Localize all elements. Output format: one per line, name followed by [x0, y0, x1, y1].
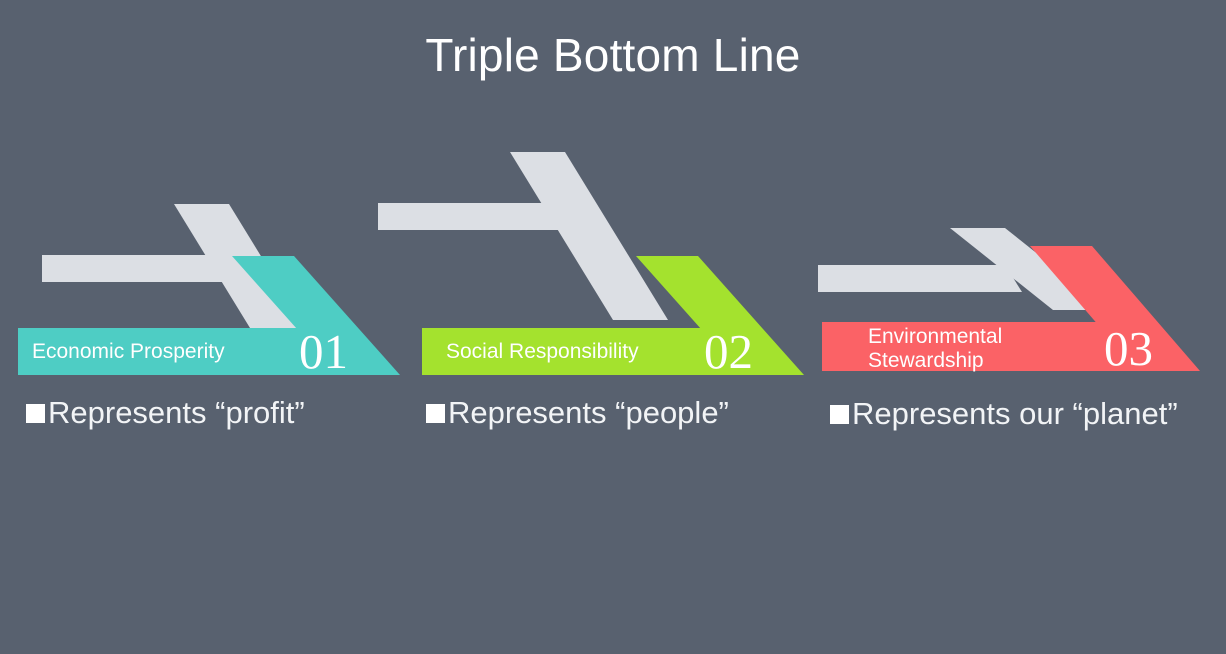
- item-bullet-text-1: Represents “profit”: [48, 395, 305, 430]
- triple-bottom-line-item-1[interactable]: Economic Prosperity 01 Represents “profi…: [0, 0, 410, 460]
- item-number-3: 03: [1104, 321, 1153, 376]
- item-label-3: Environmental Stewardship: [868, 325, 1003, 372]
- item-bullet-text-3: Represents our “planet”: [852, 396, 1178, 431]
- item-number-2: 02: [704, 324, 753, 379]
- item-bullet-row-2: Represents “people”: [426, 395, 729, 431]
- square-bullet-icon: [426, 403, 445, 423]
- item-bullet-row-1: Represents “profit”: [26, 395, 305, 431]
- arrow-graphic-3: [818, 228, 1200, 371]
- triple-bottom-line-item-3[interactable]: Environmental Stewardship 03 Represents …: [800, 0, 1210, 460]
- square-bullet-icon: [830, 404, 849, 424]
- item-bullet-row-3: Represents our “planet”: [830, 396, 1178, 432]
- item-label-2: Social Responsibility: [446, 340, 639, 363]
- square-bullet-icon: [26, 403, 45, 423]
- item-label-1: Economic Prosperity: [32, 340, 225, 363]
- item-bullet-text-2: Represents “people”: [448, 395, 729, 430]
- triple-bottom-line-item-2[interactable]: Social Responsibility 02 Represents “peo…: [378, 0, 810, 460]
- item-number-1: 01: [299, 324, 348, 379]
- grey-arrow-icon-2: [378, 152, 668, 320]
- grey-arrow-icon-3: [818, 228, 1108, 310]
- page-title: Triple Bottom Line: [425, 29, 801, 81]
